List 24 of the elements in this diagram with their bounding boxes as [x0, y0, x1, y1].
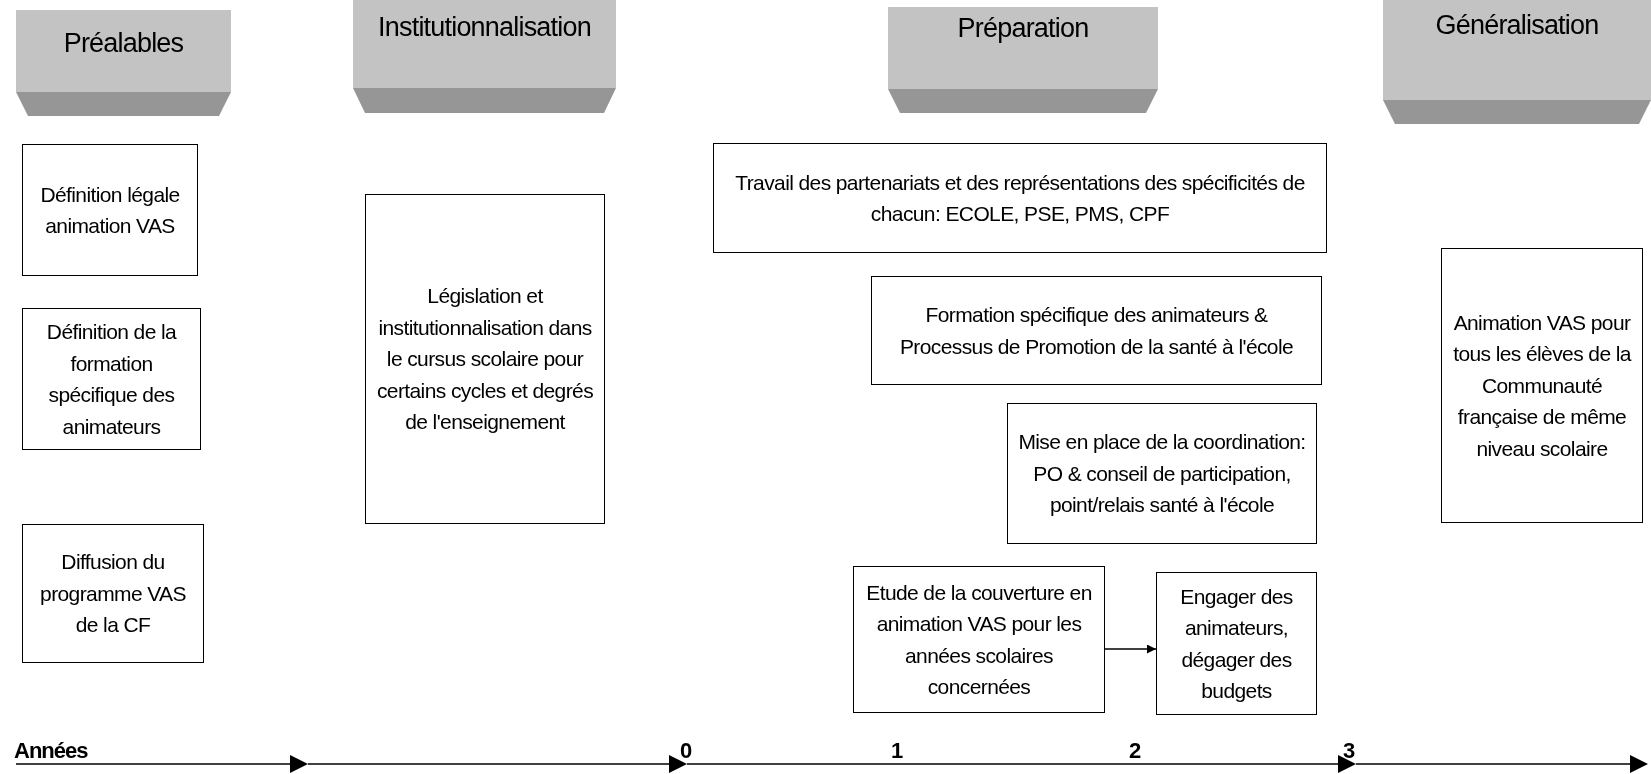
tick-label: 1 [891, 738, 904, 764]
step-box: Formation spécifique des animateurs & Processus de Promotion de la santé à l'école [871, 276, 1322, 385]
axis-label: Années [14, 738, 88, 764]
phase-header-block [353, 0, 616, 113]
step-box: Travail des partenariats et des représentations des spécificités de chacun: ECOLE, PSE, PMS, CPF [713, 143, 1327, 253]
step-box: Définition de la formation spécifique des animateurs [22, 308, 201, 450]
phase-title: Généralisation [1435, 10, 1599, 41]
arrow [1104, 644, 1157, 654]
tick-label: 3 [1343, 738, 1356, 764]
tick-label: 0 [680, 738, 693, 764]
step-box: Engager des animateurs, dégager des budgets [1156, 572, 1317, 715]
phase-title: Institutionnalisation [378, 12, 591, 43]
step-box: Diffusion du programme VAS de la CF [22, 524, 204, 663]
phase-header-block [1383, 0, 1651, 124]
step-box: Animation VAS pour tous les élèves de la Communauté française de même niveau scolaire [1441, 248, 1643, 523]
step-box: Mise en place de la coordination: PO & conseil de participation, point/relais santé à l'école [1007, 403, 1317, 544]
phase-title: Préalables [63, 28, 184, 59]
step-box: Définition légale animation VAS [22, 144, 198, 276]
phase-header-block [888, 7, 1158, 113]
phase-title: Préparation [957, 13, 1089, 44]
step-box: Législation et institutionnalisation dans le cursus scolaire pour certains cycles et degrés de l'enseignement [365, 194, 605, 524]
tick-label: 2 [1129, 738, 1142, 764]
step-box: Etude de la couverture en animation VAS pour les années scolaires concernées [853, 566, 1105, 713]
phase-header-block [16, 10, 231, 116]
